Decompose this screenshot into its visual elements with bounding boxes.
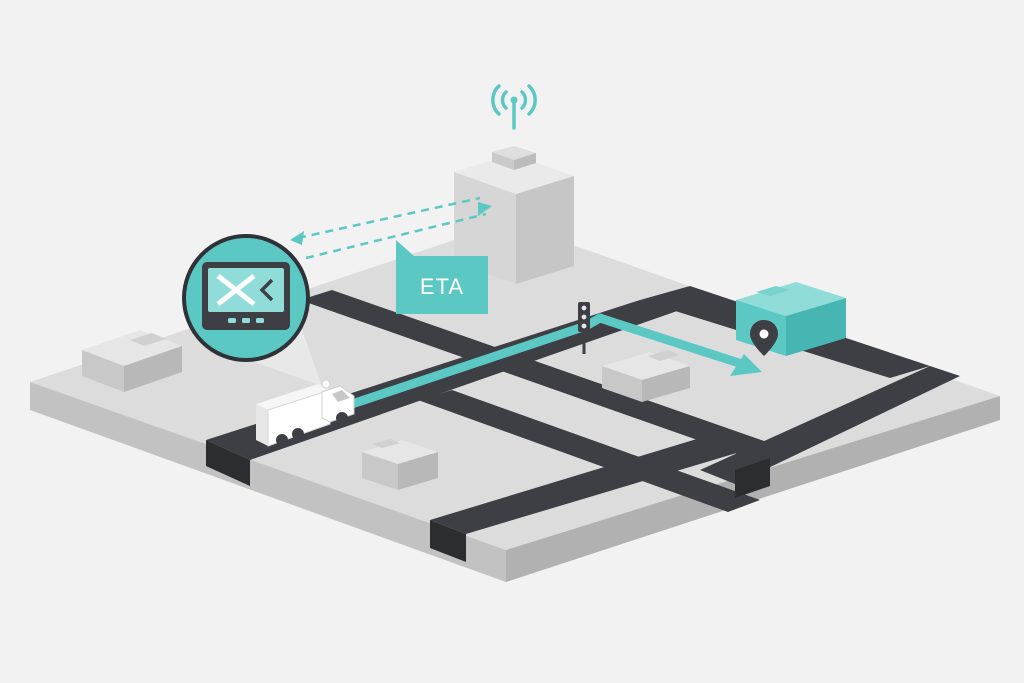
navigation-device-icon (202, 262, 290, 330)
arrowhead-to-device (290, 231, 304, 245)
arrowhead-to-tower (478, 202, 492, 216)
route-line (347, 313, 747, 409)
road-exit-left (206, 440, 250, 486)
route-path (347, 313, 762, 409)
road-upper (300, 290, 790, 462)
route-arrowhead (730, 354, 762, 376)
road-exit-bottom (430, 520, 466, 562)
traffic-light-icon (578, 302, 590, 354)
road-bottom (430, 438, 740, 534)
road-exit-right (735, 458, 770, 498)
tower-top (454, 154, 574, 194)
small-buildings (82, 330, 690, 490)
truck-icon (256, 379, 355, 447)
location-pin-icon (750, 320, 778, 356)
eta-bubble: ETA (396, 240, 488, 314)
eta-label: ETA (420, 274, 464, 299)
road-right-lower (700, 366, 960, 484)
road-lower (418, 390, 760, 512)
tower-side (516, 176, 574, 284)
navigation-device-magnifier (182, 234, 310, 362)
signal-tower-icon (491, 84, 537, 130)
building-middle (602, 350, 690, 402)
communication-lines (297, 196, 487, 260)
device-projection-beam (232, 330, 322, 386)
building-left (82, 330, 182, 392)
platform-side-left (30, 382, 506, 582)
downlink-line (305, 212, 487, 260)
building-bottom (362, 439, 438, 490)
uplink-line (297, 196, 481, 240)
